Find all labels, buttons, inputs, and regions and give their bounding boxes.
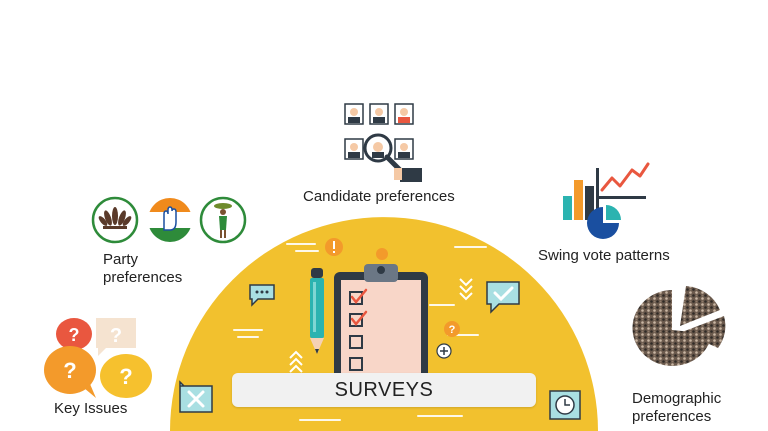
dot-icon (376, 248, 388, 260)
party-symbol-lotus-icon (91, 196, 139, 244)
candidate-avatars-icon (344, 103, 414, 160)
chevrons-up-icon (289, 350, 303, 373)
clipboard-checklist-icon (334, 264, 428, 388)
party-symbol-hand-icon (148, 198, 192, 242)
svg-text:?: ? (69, 325, 80, 345)
question-bubbles-icon: ? ? ? ? (44, 318, 152, 398)
pie-chart-icon (587, 205, 621, 239)
chevrons-down-icon (459, 278, 473, 301)
bar-chart-icon (563, 162, 650, 220)
svg-text:?: ? (119, 364, 132, 389)
party-symbol-farmer-icon (199, 196, 247, 244)
clock-icon (549, 390, 581, 420)
candidate-preferences-label: Candidate preferences (303, 188, 455, 205)
party-preferences-label: Party preferences (103, 251, 182, 287)
plus-icon (436, 343, 452, 359)
svg-text:?: ? (110, 325, 122, 347)
demographic-preferences-line1: Demographic (632, 390, 722, 407)
crowd-pie-chart-icon (632, 286, 726, 366)
demographic-preferences-line2: preferences (632, 408, 712, 425)
key-issues-label: Key Issues (54, 400, 128, 417)
chat-bubble-icon (249, 284, 275, 307)
question-bubble-icon: ? (444, 321, 460, 337)
party-preferences-line1: Party (103, 251, 139, 268)
svg-text:?: ? (63, 358, 76, 383)
demographic-preferences-label: Demographic preferences (632, 390, 721, 426)
checkmark-bubble-icon (486, 281, 520, 314)
surveys-title: SURVEYS (232, 373, 536, 407)
magnifier-icon (363, 133, 422, 182)
party-preferences-line2: preferences (103, 269, 183, 286)
pen-icon (310, 268, 324, 354)
exclamation-icon (325, 238, 343, 256)
svg-text:?: ? (449, 324, 456, 336)
swing-vote-patterns-label: Swing vote patterns (538, 247, 670, 264)
close-bubble-icon (179, 380, 213, 413)
